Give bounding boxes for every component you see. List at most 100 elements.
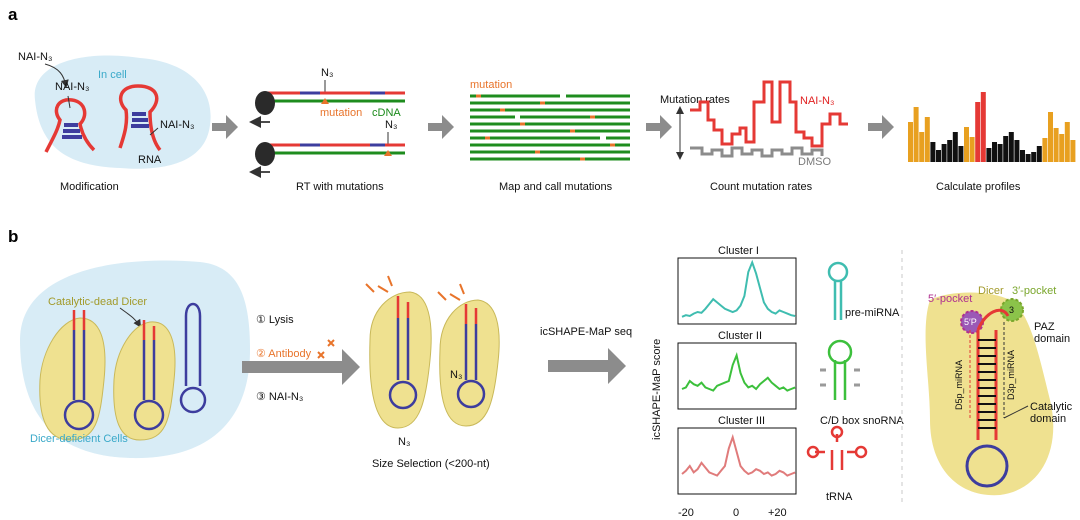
profile-bar — [1008, 132, 1014, 162]
step-lysis: ① Lysis — [256, 314, 294, 326]
cluster-plot-frame — [677, 342, 797, 410]
nai-n3-curve-label: NAI-N₃ — [800, 95, 834, 107]
profile-bar — [919, 132, 925, 162]
paz-domain-label-2: domain — [1034, 333, 1070, 345]
catalytic-domain-label-2: domain — [1030, 413, 1066, 425]
cluster-title: Cluster III — [718, 415, 765, 427]
cluster-title: Cluster II — [718, 330, 762, 342]
panel-a-label: a — [8, 5, 18, 24]
x-tick-1: 0 — [733, 507, 739, 519]
modification-scheme: NAI-N₃ NAI-N₃ In cell NAI-N₃ RNA — [18, 51, 211, 169]
profile-bar — [930, 142, 936, 162]
profile-bar — [1042, 138, 1048, 162]
step-nai-n3: ③ NAI-N₃ — [256, 391, 303, 403]
profile-bar — [1014, 140, 1020, 162]
profile-bar — [1064, 122, 1070, 162]
process-steps: ① Lysis ② Antibody ③ NAI-N₃ — [242, 314, 360, 403]
nai-n3-label-hairpin2: NAI-N₃ — [160, 119, 194, 131]
five-p-marker: 5′P — [964, 317, 977, 327]
profile-bar — [1003, 136, 1009, 162]
cluster-trace — [681, 352, 796, 392]
cluster-2-rna: C/D box snoRNA — [820, 415, 904, 427]
profile-bar — [964, 127, 969, 162]
caption-rt: RT with mutations — [296, 181, 384, 193]
caption-calculate: Calculate profiles — [936, 181, 1021, 193]
three-pocket-label: 3′-pocket — [1012, 285, 1056, 297]
caption-modification: Modification — [60, 181, 119, 193]
panel-b-label: b — [8, 227, 18, 246]
rna-label: RNA — [138, 154, 162, 166]
profile-bar — [941, 144, 947, 162]
profile-bar — [1031, 152, 1037, 162]
cluster-1-rna: pre-miRNA — [845, 307, 900, 319]
cluster-plots: Cluster I Cluster II Cluster III — [677, 245, 797, 495]
profile-bar — [1053, 128, 1059, 162]
d5p-label: D5p_miRNA — [954, 360, 964, 410]
profile-bar — [908, 122, 913, 162]
dicer-model: Dicer 5′-pocket 3′-pocket 5′P 3 D5p_miRN… — [925, 285, 1073, 496]
profile-bar — [975, 102, 981, 162]
n3-label-b2: N₃ — [450, 369, 462, 381]
cluster-trace — [681, 433, 796, 477]
mutation-label-map: mutation — [470, 79, 512, 91]
paz-domain-label-1: PAZ — [1034, 321, 1055, 333]
cluster-plot-frame — [677, 427, 797, 495]
cluster-3-rna: tRNA — [826, 491, 853, 503]
profile-bar — [1020, 150, 1025, 162]
n3-label-1: N₃ — [321, 67, 333, 79]
y-axis-label: icSHAPE-MaP score — [651, 339, 663, 440]
seq-label: icSHAPE-MaP seq — [540, 326, 632, 338]
cluster-plot-frame — [677, 257, 797, 325]
dicer-label: Dicer — [978, 285, 1004, 297]
three-marker: 3 — [1009, 305, 1014, 315]
profile-bar — [980, 92, 986, 162]
five-pocket-label: 5′-pocket — [928, 293, 972, 305]
x-tick-2: +20 — [768, 507, 787, 519]
process-arrows-a — [212, 115, 894, 139]
profile-bar — [913, 107, 919, 162]
profile-bar — [947, 140, 953, 162]
dmso-label: DMSO — [798, 156, 831, 168]
cluster-title: Cluster I — [718, 245, 759, 257]
profile-bar — [936, 150, 941, 162]
profile-bar — [958, 146, 964, 162]
step-antibody: ② Antibody — [256, 348, 312, 360]
captured-complexes: N₃ N₃ Size Selection (<200-nt) — [365, 275, 500, 470]
n3-label-2: N₃ — [385, 119, 397, 131]
profile-bar — [1036, 146, 1042, 162]
profile-bar — [969, 137, 975, 162]
catalytic-domain-label-1: Catalytic — [1030, 401, 1073, 413]
rna-structure-icons: pre-miRNA C/D box snoRNA tRNA — [806, 261, 904, 503]
nai-n3-label-hairpin1: NAI-N₃ — [55, 81, 89, 93]
catalytic-dead-dicer-label: Catalytic-dead Dicer — [48, 296, 147, 308]
seq-arrow: icSHAPE-MaP seq — [540, 326, 632, 384]
cdna-label: cDNA — [372, 107, 401, 119]
d3p-label: D3p_miRNA — [1006, 350, 1016, 400]
dicer-deficient-cell: Catalytic-dead Dicer Dicer-deficient Cel… — [20, 260, 250, 459]
cluster-trace — [681, 259, 796, 318]
profile-bar — [1070, 140, 1076, 162]
size-selection-label: Size Selection (<200-nt) — [372, 458, 490, 470]
read-alignment: mutation — [470, 79, 630, 161]
profile-bar — [997, 144, 1003, 162]
profile-bar — [992, 142, 997, 162]
rt-scheme: N₃ mutation cDNA N₃ — [249, 67, 405, 178]
x-tick-0: -20 — [678, 507, 694, 519]
mutation-rates-label: Mutation rates — [660, 94, 730, 106]
n3-label-b1: N₃ — [398, 436, 410, 448]
profile-bar — [1025, 154, 1031, 162]
dicer-deficient-cells-label: Dicer-deficient Cells — [30, 433, 128, 445]
profile-bar — [986, 148, 992, 162]
profile-bar — [1048, 112, 1053, 162]
caption-map: Map and call mutations — [499, 181, 613, 193]
caption-count: Count mutation rates — [710, 181, 813, 193]
profile-bar — [952, 132, 958, 162]
mutation-label-rt: mutation — [320, 107, 362, 119]
in-cell-label: In cell — [98, 69, 127, 81]
profile-bar — [924, 117, 930, 162]
profile-bar — [1059, 134, 1065, 162]
mutation-rate-plot: Mutation rates NAI-N₃ DMSO — [660, 80, 848, 168]
nai-n3-label-top: NAI-N₃ — [18, 51, 52, 63]
profile-bars — [908, 92, 1076, 162]
